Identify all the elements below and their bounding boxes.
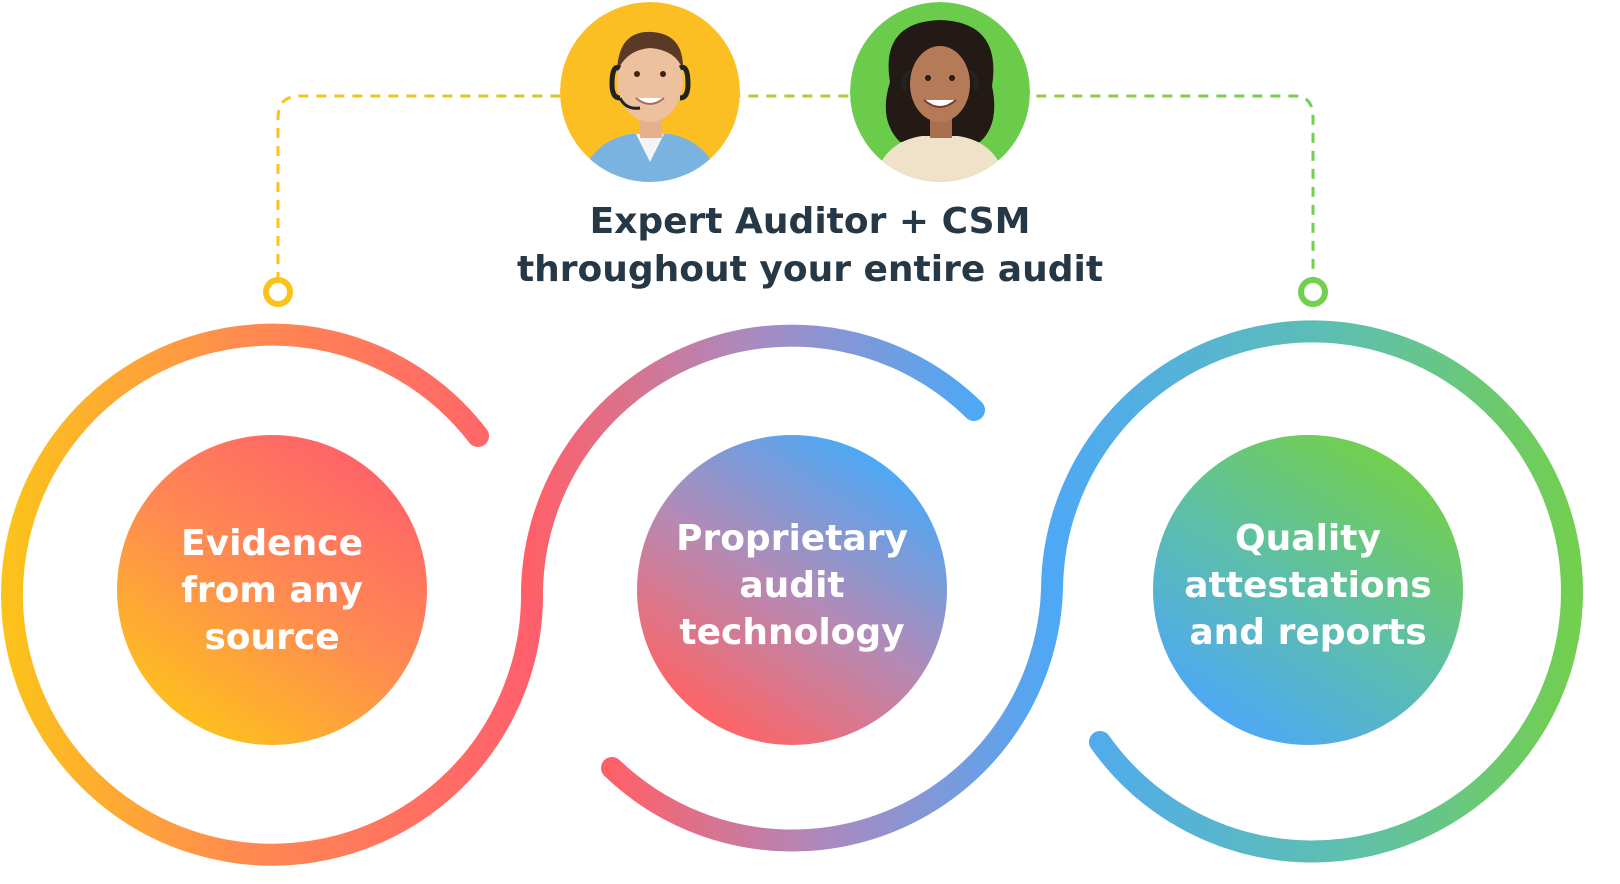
auditor-avatar bbox=[560, 2, 740, 182]
evidence-label-line-1: Evidence bbox=[181, 523, 363, 564]
right-connector-node bbox=[1298, 277, 1328, 307]
reports-label-line-3: and reports bbox=[1189, 612, 1427, 653]
csm-avatar bbox=[850, 2, 1030, 182]
csm-portrait-icon bbox=[850, 2, 1030, 182]
ring-arc-technology-upper bbox=[521, 324, 985, 601]
evidence-label: Evidence from any source bbox=[132, 520, 412, 661]
diagram-heading: Expert Auditor + CSM throughout your ent… bbox=[460, 198, 1160, 294]
technology-label-line-1: Proprietary bbox=[676, 518, 908, 559]
heading-line-2: throughout your entire audit bbox=[516, 249, 1104, 290]
ring-arc-technology-lower bbox=[601, 579, 1063, 852]
reports-label-line-2: attestations bbox=[1184, 565, 1432, 606]
reports-label: Quality attestations and reports bbox=[1168, 515, 1448, 656]
reports-label-line-1: Quality bbox=[1235, 518, 1381, 559]
technology-label: Proprietary audit technology bbox=[652, 515, 932, 656]
ring-arc-reports bbox=[1041, 320, 1583, 863]
auditor-portrait-icon bbox=[560, 2, 740, 182]
heading-line-1: Expert Auditor + CSM bbox=[589, 201, 1031, 242]
evidence-circle bbox=[117, 435, 427, 745]
technology-label-line-2: audit bbox=[739, 565, 845, 606]
technology-label-line-3: technology bbox=[679, 612, 905, 653]
ring-arc-evidence bbox=[1, 323, 544, 866]
evidence-label-line-3: source bbox=[204, 617, 340, 658]
evidence-label-line-2: from any bbox=[181, 570, 363, 611]
left-connector-node bbox=[263, 277, 293, 307]
reports-circle bbox=[1153, 435, 1463, 745]
technology-circle bbox=[637, 435, 947, 745]
